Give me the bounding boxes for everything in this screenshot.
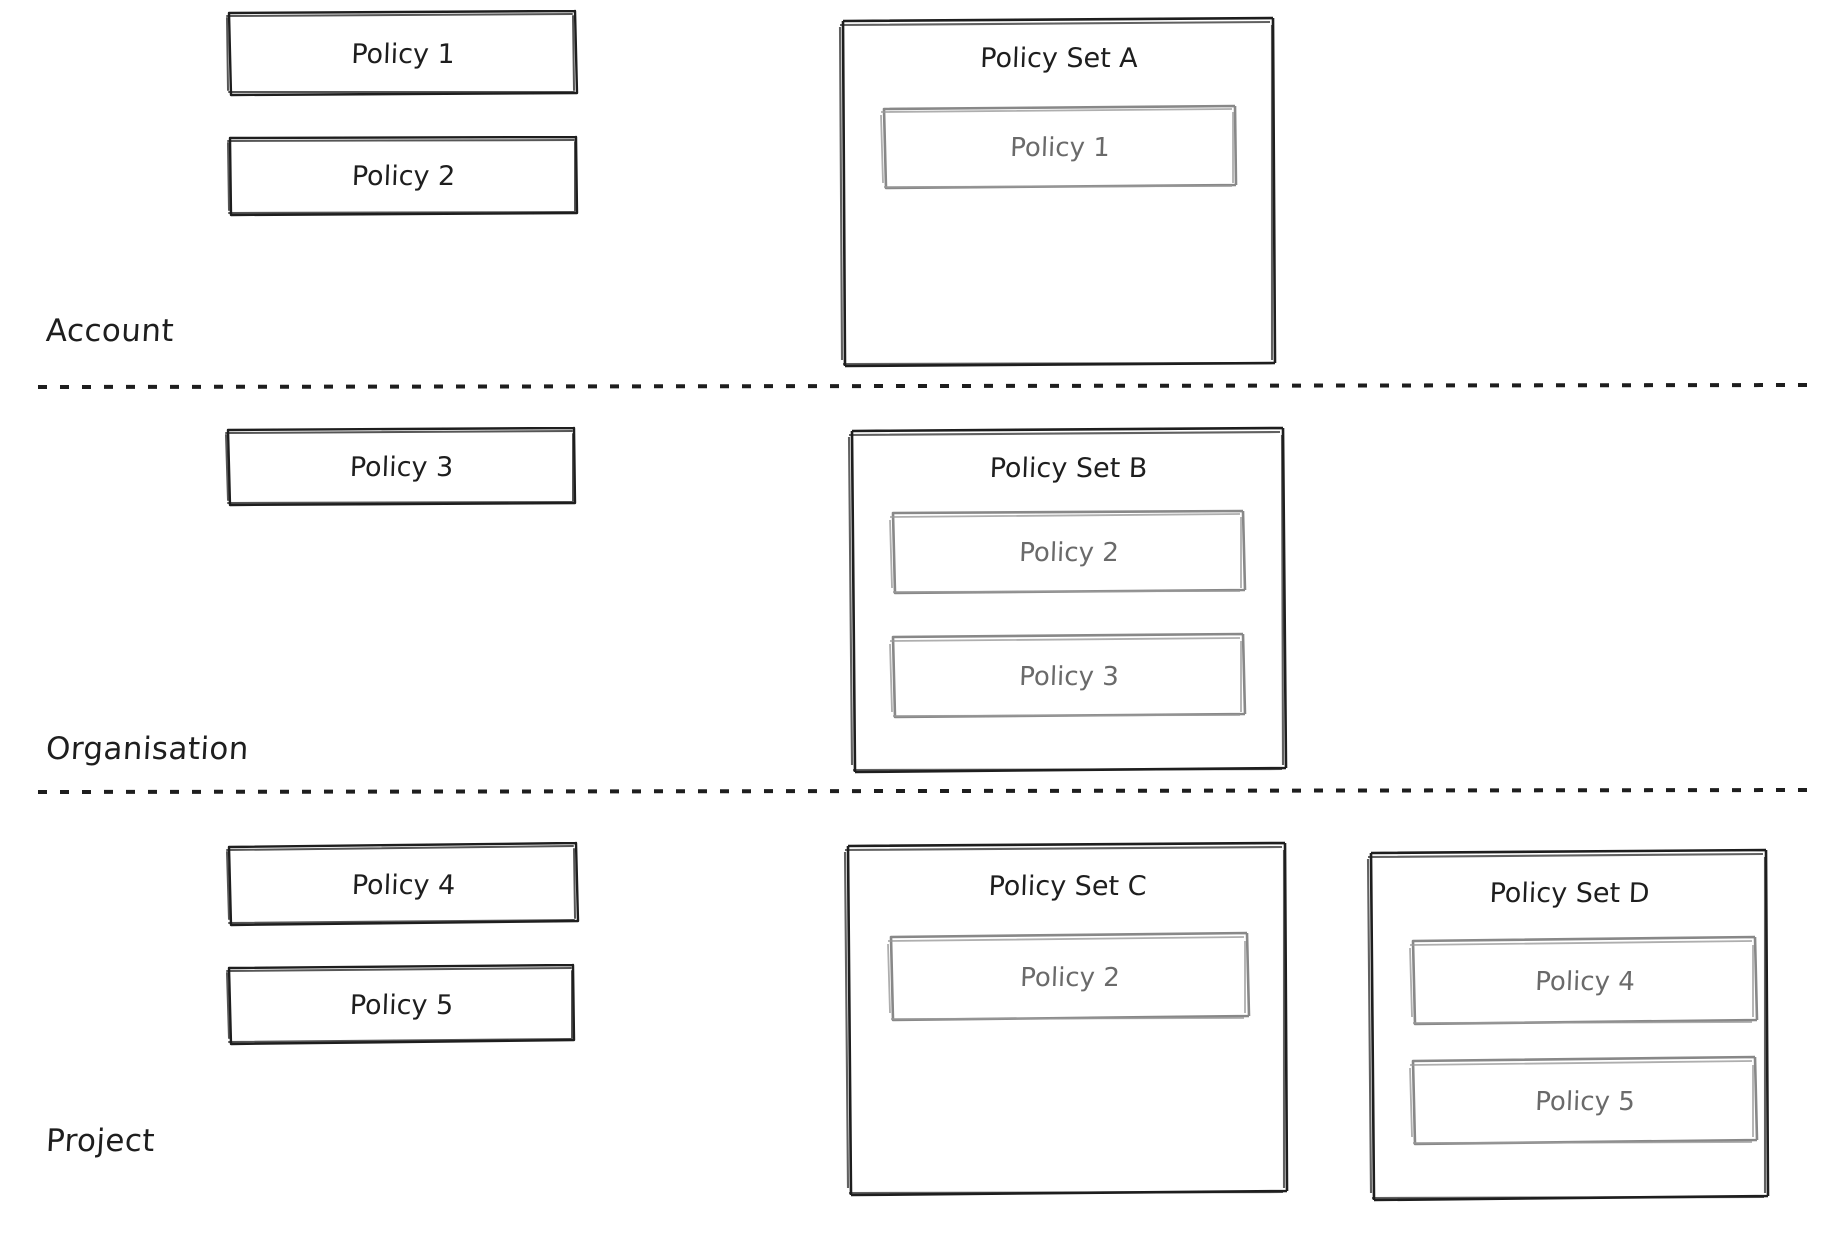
policy-5-box[interactable]: Policy 5 xyxy=(229,966,574,1044)
tier-label-project: Project xyxy=(45,1123,156,1159)
policy-set-d-member-1-label: Policy 4 xyxy=(1534,967,1636,997)
policy-4-label: Policy 4 xyxy=(351,869,456,901)
policy-set-d-member-2-label: Policy 5 xyxy=(1534,1087,1636,1117)
tier-label-organisation: Organisation xyxy=(45,731,250,767)
divider-organisation-project xyxy=(37,787,1815,795)
policy-set-a-member-1-label: Policy 1 xyxy=(1009,133,1111,163)
policy-1-box[interactable]: Policy 1 xyxy=(229,13,577,95)
policy-4-box[interactable]: Policy 4 xyxy=(229,845,578,925)
policy-set-b-member-2-label: Policy 3 xyxy=(1018,661,1120,692)
policy-set-d-member-1[interactable]: Policy 4 xyxy=(1413,940,1757,1024)
policy-set-d-member-2[interactable]: Policy 5 xyxy=(1413,1060,1757,1144)
policy-set-a-title-text: Policy Set A xyxy=(979,42,1139,74)
policy-set-b-title-text: Policy Set B xyxy=(989,452,1148,484)
policy-3-label: Policy 3 xyxy=(349,452,454,483)
policy-5-label: Policy 5 xyxy=(349,989,454,1021)
policy-set-b-member-1[interactable]: Policy 2 xyxy=(893,512,1245,593)
policy-set-c-title-text: Policy Set C xyxy=(987,870,1148,902)
policy-2-box[interactable]: Policy 2 xyxy=(230,138,577,215)
policy-set-b-member-1-label: Policy 2 xyxy=(1018,537,1120,568)
policy-set-c-title: Policy Set C xyxy=(848,866,1287,906)
policy-3-box[interactable]: Policy 3 xyxy=(228,430,575,505)
policy-set-c-member-1[interactable]: Policy 2 xyxy=(891,936,1249,1020)
policy-set-d-title: Policy Set D xyxy=(1371,873,1768,913)
policy-set-c-member-1-label: Policy 2 xyxy=(1019,963,1121,993)
tier-label-account: Account xyxy=(45,313,175,349)
policy-set-d-title-text: Policy Set D xyxy=(1488,877,1651,909)
policy-2-label: Policy 2 xyxy=(351,161,456,192)
policy-1-label: Policy 1 xyxy=(350,38,456,70)
policy-set-b-member-2[interactable]: Policy 3 xyxy=(893,636,1245,717)
policy-set-a-member-1[interactable]: Policy 1 xyxy=(884,108,1236,188)
policy-set-b-title: Policy Set B xyxy=(852,448,1285,488)
policy-set-a-title: Policy Set A xyxy=(843,38,1275,78)
divider-account-organisation xyxy=(37,382,1815,390)
